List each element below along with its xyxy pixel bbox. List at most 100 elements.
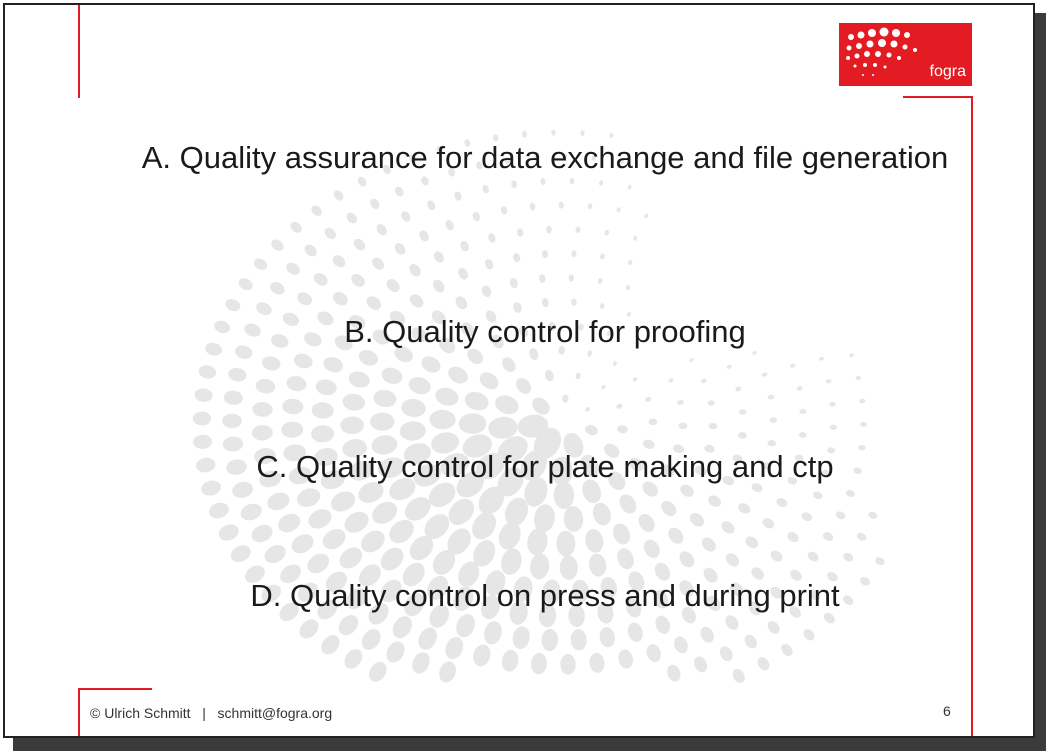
halftone-dot bbox=[460, 322, 475, 337]
halftone-dot bbox=[297, 582, 319, 602]
halftone-dot bbox=[331, 491, 356, 512]
page-number: 6 bbox=[943, 703, 951, 719]
halftone-dot bbox=[464, 139, 471, 147]
halftone-dot bbox=[458, 561, 480, 587]
halftone-dot bbox=[633, 235, 638, 241]
halftone-dot bbox=[476, 161, 483, 170]
halftone-dot bbox=[473, 540, 496, 567]
halftone-dot bbox=[436, 146, 443, 155]
halftone-dot bbox=[538, 604, 557, 628]
halftone-dot bbox=[332, 291, 348, 306]
halftone-dot bbox=[704, 444, 715, 453]
halftone-dot bbox=[431, 432, 460, 454]
agenda-item-c: C. Quality control for plate making and … bbox=[256, 449, 834, 484]
halftone-dot bbox=[541, 298, 549, 308]
halftone-dot bbox=[563, 506, 584, 532]
halftone-dot bbox=[373, 389, 397, 408]
halftone-dot bbox=[545, 369, 554, 382]
halftone-dot bbox=[485, 310, 497, 323]
halftone-dot bbox=[376, 224, 387, 236]
halftone-dot bbox=[860, 576, 870, 586]
halftone-dot bbox=[282, 312, 299, 327]
halftone-dot bbox=[429, 604, 450, 628]
halftone-dot bbox=[484, 621, 502, 645]
halftone-dot bbox=[456, 614, 475, 638]
halftone-dot bbox=[491, 334, 504, 349]
halftone-dot bbox=[629, 457, 644, 472]
halftone-dot bbox=[261, 584, 281, 603]
halftone-dot bbox=[427, 575, 449, 600]
halftone-dot bbox=[501, 548, 522, 575]
halftone-dot bbox=[680, 484, 694, 497]
halftone-dot bbox=[464, 391, 489, 411]
halftone-dot bbox=[201, 480, 222, 496]
halftone-dot bbox=[267, 492, 290, 511]
halftone-dot bbox=[317, 599, 338, 620]
halftone-dot bbox=[325, 571, 347, 592]
halftone-dot bbox=[404, 497, 431, 521]
halftone-dot bbox=[627, 622, 643, 642]
halftone-dot bbox=[382, 164, 391, 175]
halftone-dot bbox=[787, 476, 798, 485]
logo-wordmark: fogra bbox=[929, 63, 966, 80]
halftone-dot bbox=[372, 501, 398, 524]
halftone-dot bbox=[868, 511, 878, 519]
halftone-dot bbox=[835, 511, 846, 520]
halftone-dot bbox=[849, 353, 854, 358]
halftone-dot bbox=[458, 413, 487, 434]
halftone-dot bbox=[653, 590, 669, 609]
halftone-dot bbox=[409, 154, 417, 164]
halftone-dot bbox=[509, 600, 528, 625]
halftone-dot bbox=[585, 529, 604, 553]
halftone-dot bbox=[488, 416, 518, 439]
halftone-dot bbox=[288, 466, 312, 485]
halftone-dot bbox=[399, 421, 426, 441]
right-vertical-rule bbox=[971, 96, 973, 736]
halftone-dot bbox=[500, 206, 508, 215]
halftone-dot bbox=[401, 398, 426, 418]
halftone-dot bbox=[348, 461, 374, 481]
halftone-dot bbox=[706, 595, 721, 611]
halftone-dot bbox=[226, 459, 247, 475]
halftone-dot bbox=[707, 400, 715, 406]
halftone-dot bbox=[600, 253, 605, 260]
halftone-dot bbox=[770, 586, 783, 599]
halftone-dot bbox=[380, 547, 404, 571]
halftone-dot bbox=[548, 321, 556, 332]
bottom-left-vertical-rule bbox=[78, 688, 80, 736]
halftone-dot bbox=[625, 284, 631, 291]
halftone-dot bbox=[789, 606, 801, 618]
halftone-dot bbox=[304, 244, 317, 257]
halftone-dot bbox=[339, 547, 363, 569]
halftone-dot bbox=[297, 488, 321, 507]
halftone-dot bbox=[438, 337, 456, 354]
halftone-dot bbox=[313, 272, 328, 286]
halftone-dot bbox=[612, 361, 617, 366]
halftone-dot bbox=[432, 550, 456, 575]
halftone-dot bbox=[769, 417, 778, 423]
halftone-dot bbox=[668, 527, 684, 544]
halftone-dot bbox=[342, 393, 366, 411]
halftone-dot bbox=[409, 536, 434, 561]
halftone-dot bbox=[512, 626, 530, 650]
halftone-dot bbox=[575, 372, 581, 380]
halftone-dot bbox=[279, 602, 299, 622]
halftone-dot bbox=[767, 439, 777, 447]
halftone-dot bbox=[369, 661, 387, 682]
halftone-dot bbox=[353, 238, 366, 251]
halftone-dot bbox=[730, 582, 744, 597]
halftone-dot bbox=[570, 629, 587, 651]
halftone-dot bbox=[745, 536, 759, 549]
halftone-dot bbox=[435, 387, 459, 406]
halftone-dot bbox=[703, 567, 718, 583]
halftone-dot bbox=[256, 302, 272, 316]
halftone-dot bbox=[462, 434, 492, 458]
top-left-vertical-rule bbox=[78, 5, 80, 98]
halftone-dot bbox=[553, 481, 575, 510]
halftone-dot bbox=[270, 282, 285, 295]
halftone-dot bbox=[701, 537, 716, 552]
halftone-dot bbox=[244, 323, 261, 337]
halftone-dot bbox=[501, 649, 519, 672]
halftone-dot bbox=[735, 386, 742, 392]
halftone-dot bbox=[380, 579, 402, 603]
